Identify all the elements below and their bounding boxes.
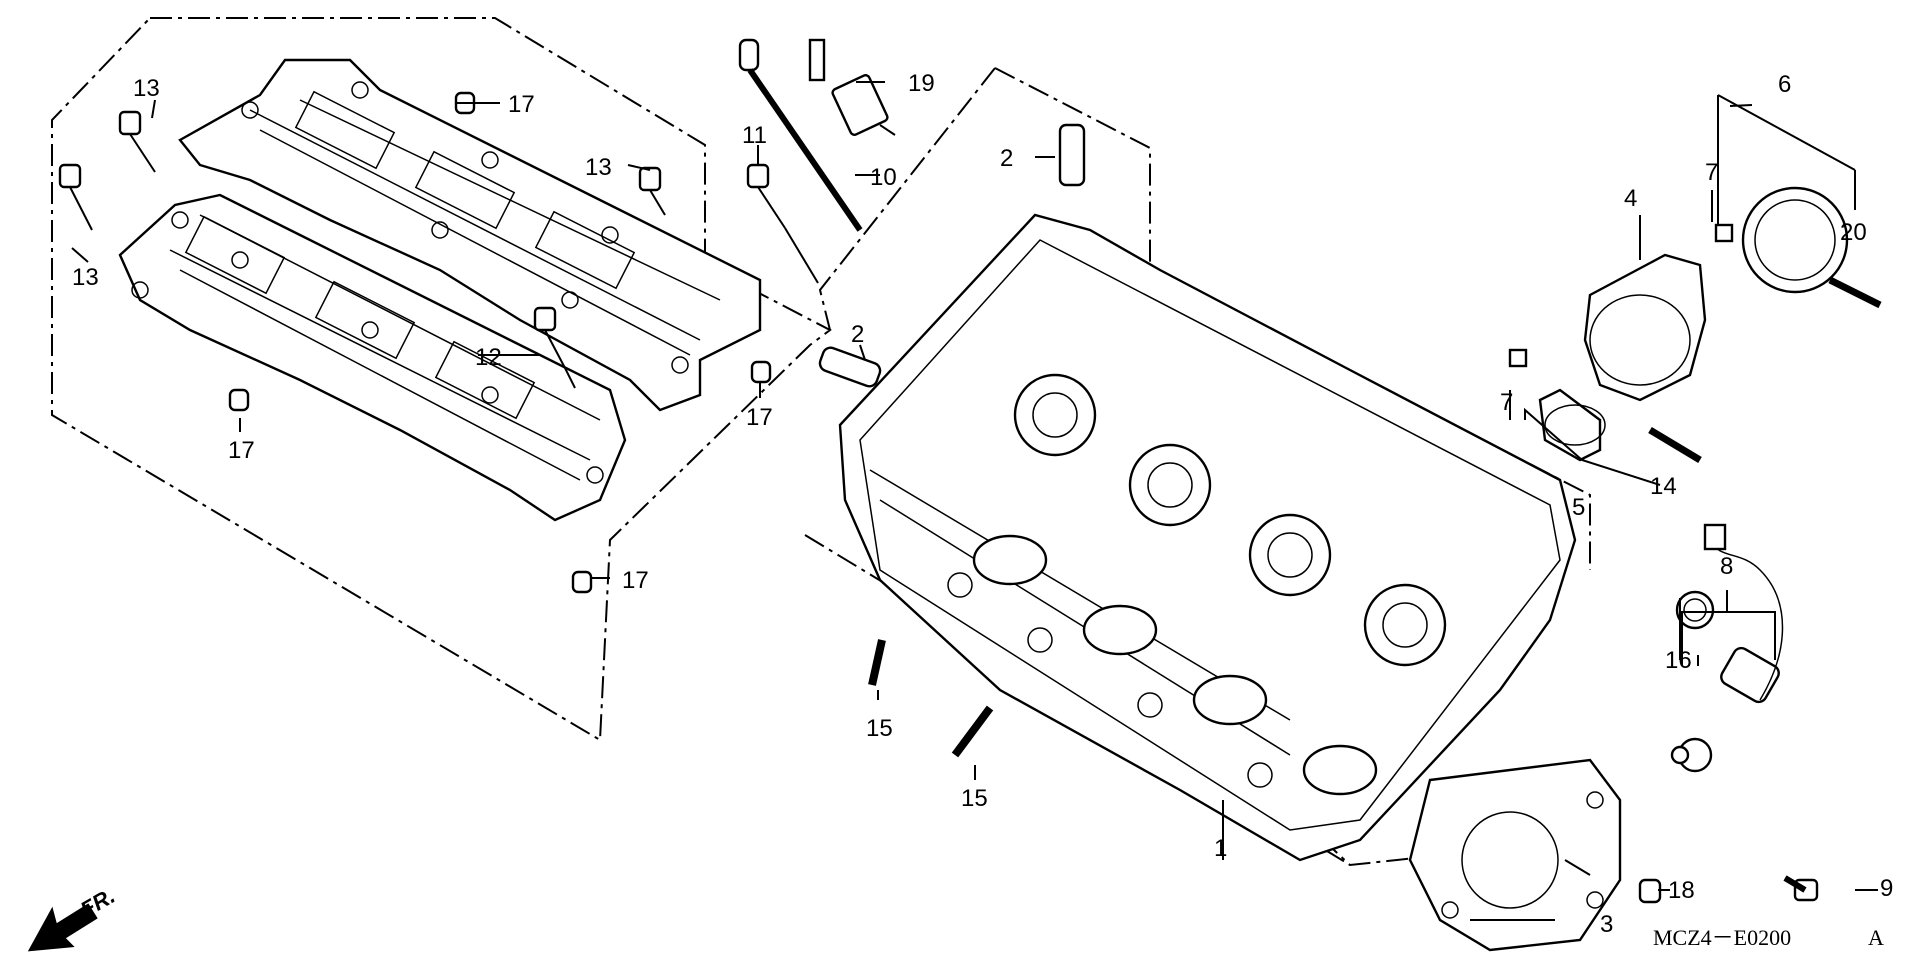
callout-17-mid: 17 [746, 404, 773, 431]
callout-9: 9 [1880, 875, 1893, 902]
callout-8: 8 [1720, 553, 1733, 580]
callout-7-lower: 7 [1500, 389, 1513, 416]
callout-17-top: 17 [508, 91, 535, 118]
diagram-code-text: MCZ4－E0200 [1653, 925, 1791, 950]
head-gasket [1408, 758, 1622, 952]
front-direction-arrow-icon: FR. [27, 883, 119, 952]
dowel-2 [818, 123, 1086, 388]
callout-11: 11 [742, 122, 767, 149]
callout-18: 18 [1668, 877, 1695, 904]
callout-15-b: 15 [961, 785, 988, 812]
callout-20: 20 [1840, 219, 1867, 246]
stud-bolt-and-spark-plug [738, 38, 896, 232]
diagram-code: MCZ4－E0200 A [1653, 925, 1884, 950]
cylinder-head [838, 213, 1577, 862]
callout-1: 1 [1214, 835, 1227, 862]
callout-13-left: 13 [72, 264, 99, 291]
callout-labels: 13 13 13 17 12 17 17 17 11 10 19 2 2 15 … [72, 70, 1893, 938]
callout-15-a: 15 [866, 715, 893, 742]
callout-13-top: 13 [133, 75, 160, 102]
callout-5: 5 [1572, 494, 1585, 521]
studs [868, 639, 994, 758]
callout-7-top: 7 [1705, 159, 1718, 186]
intake-insulator [1508, 186, 1882, 464]
callout-19: 19 [908, 70, 935, 97]
callout-17-bottom: 17 [622, 567, 649, 594]
leader-lines [71, 81, 1878, 921]
cam-pulse-sensor [1638, 523, 1819, 904]
callout-6: 6 [1778, 71, 1791, 98]
diagram-code-suffix: A [1868, 925, 1884, 950]
callout-2-lower: 2 [851, 321, 864, 348]
bolts [58, 110, 819, 389]
upper-cam-holder [178, 58, 762, 412]
callout-4: 4 [1624, 185, 1637, 212]
callout-10: 10 [870, 164, 897, 191]
lower-cam-holder [118, 193, 627, 522]
callout-2-top: 2 [1000, 145, 1013, 172]
callout-16: 16 [1665, 647, 1692, 674]
callout-3: 3 [1600, 911, 1613, 938]
callout-14: 14 [1650, 473, 1677, 500]
callout-12: 12 [475, 344, 502, 371]
callout-13-mid: 13 [585, 154, 612, 181]
callout-17-left: 17 [228, 437, 255, 464]
